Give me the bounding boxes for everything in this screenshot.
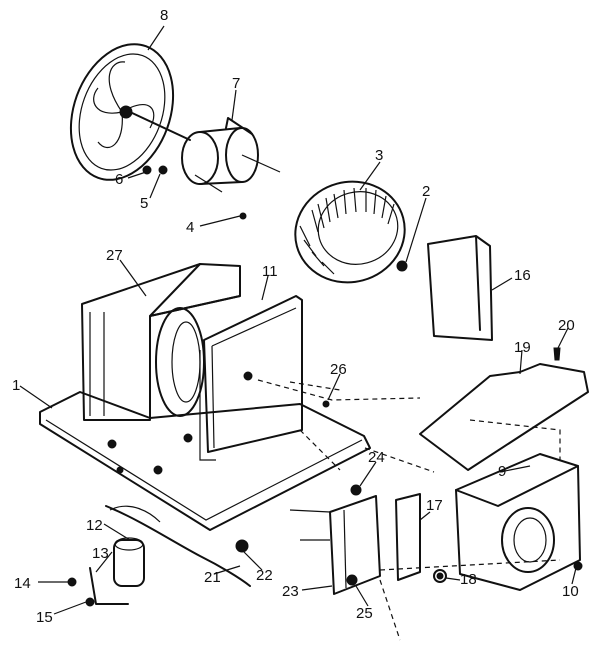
label-26: 26 xyxy=(330,361,347,378)
label-7: 7 xyxy=(232,75,240,92)
part-7-motor xyxy=(181,117,281,193)
assembly-lines xyxy=(257,379,561,641)
part-16-panel xyxy=(427,235,493,341)
part-18-grommet xyxy=(433,569,447,583)
part-21-wire-harness xyxy=(105,505,251,587)
part-20-screw xyxy=(553,347,561,361)
label-18: 18 xyxy=(460,571,477,588)
label-1: 1 xyxy=(12,377,20,394)
label-22: 22 xyxy=(256,567,273,584)
label-6: 6 xyxy=(115,171,123,188)
label-16: 16 xyxy=(514,267,531,284)
part-11-partition xyxy=(199,295,303,461)
part-19-baffle xyxy=(419,363,589,471)
hardware-6-5-4 xyxy=(142,165,247,220)
label-11: 11 xyxy=(262,263,278,280)
label-27: 27 xyxy=(106,247,123,264)
label-19: 19 xyxy=(514,339,531,356)
part-23-control-box xyxy=(289,484,381,595)
part-2-nut xyxy=(396,260,408,272)
part-15-screw xyxy=(85,597,95,607)
part-9-blower-scroll xyxy=(455,453,581,591)
label-13: 13 xyxy=(92,545,109,562)
label-17: 17 xyxy=(426,497,443,514)
part-8-fan-blade xyxy=(69,43,191,181)
label-23: 23 xyxy=(282,583,299,600)
part-17-cover xyxy=(395,493,421,581)
part-22-bushing xyxy=(235,539,249,553)
part-1-base-pan xyxy=(39,391,371,531)
part-26-screw xyxy=(322,400,330,408)
label-24: 24 xyxy=(368,449,385,466)
part-12-capacitor xyxy=(113,537,145,587)
label-15: 15 xyxy=(36,609,53,626)
label-3: 3 xyxy=(375,147,383,164)
label-4: 4 xyxy=(186,219,194,236)
label-21: 21 xyxy=(204,569,221,586)
label-2: 2 xyxy=(422,183,430,200)
label-14: 14 xyxy=(14,575,31,592)
label-8: 8 xyxy=(160,7,168,24)
leader-lines xyxy=(19,25,577,615)
label-25: 25 xyxy=(356,605,373,622)
part-number-labels: 8 7 3 2 6 5 4 27 11 16 1 26 20 19 9 24 1… xyxy=(12,7,579,626)
part-14-screw xyxy=(67,577,77,587)
label-12: 12 xyxy=(86,517,103,534)
label-9: 9 xyxy=(498,463,506,480)
part-3-blower-wheel xyxy=(294,180,406,284)
label-20: 20 xyxy=(558,317,575,334)
label-5: 5 xyxy=(140,195,148,212)
part-27-housing xyxy=(81,263,241,421)
label-10: 10 xyxy=(562,583,579,600)
part-13-strap xyxy=(89,567,129,605)
